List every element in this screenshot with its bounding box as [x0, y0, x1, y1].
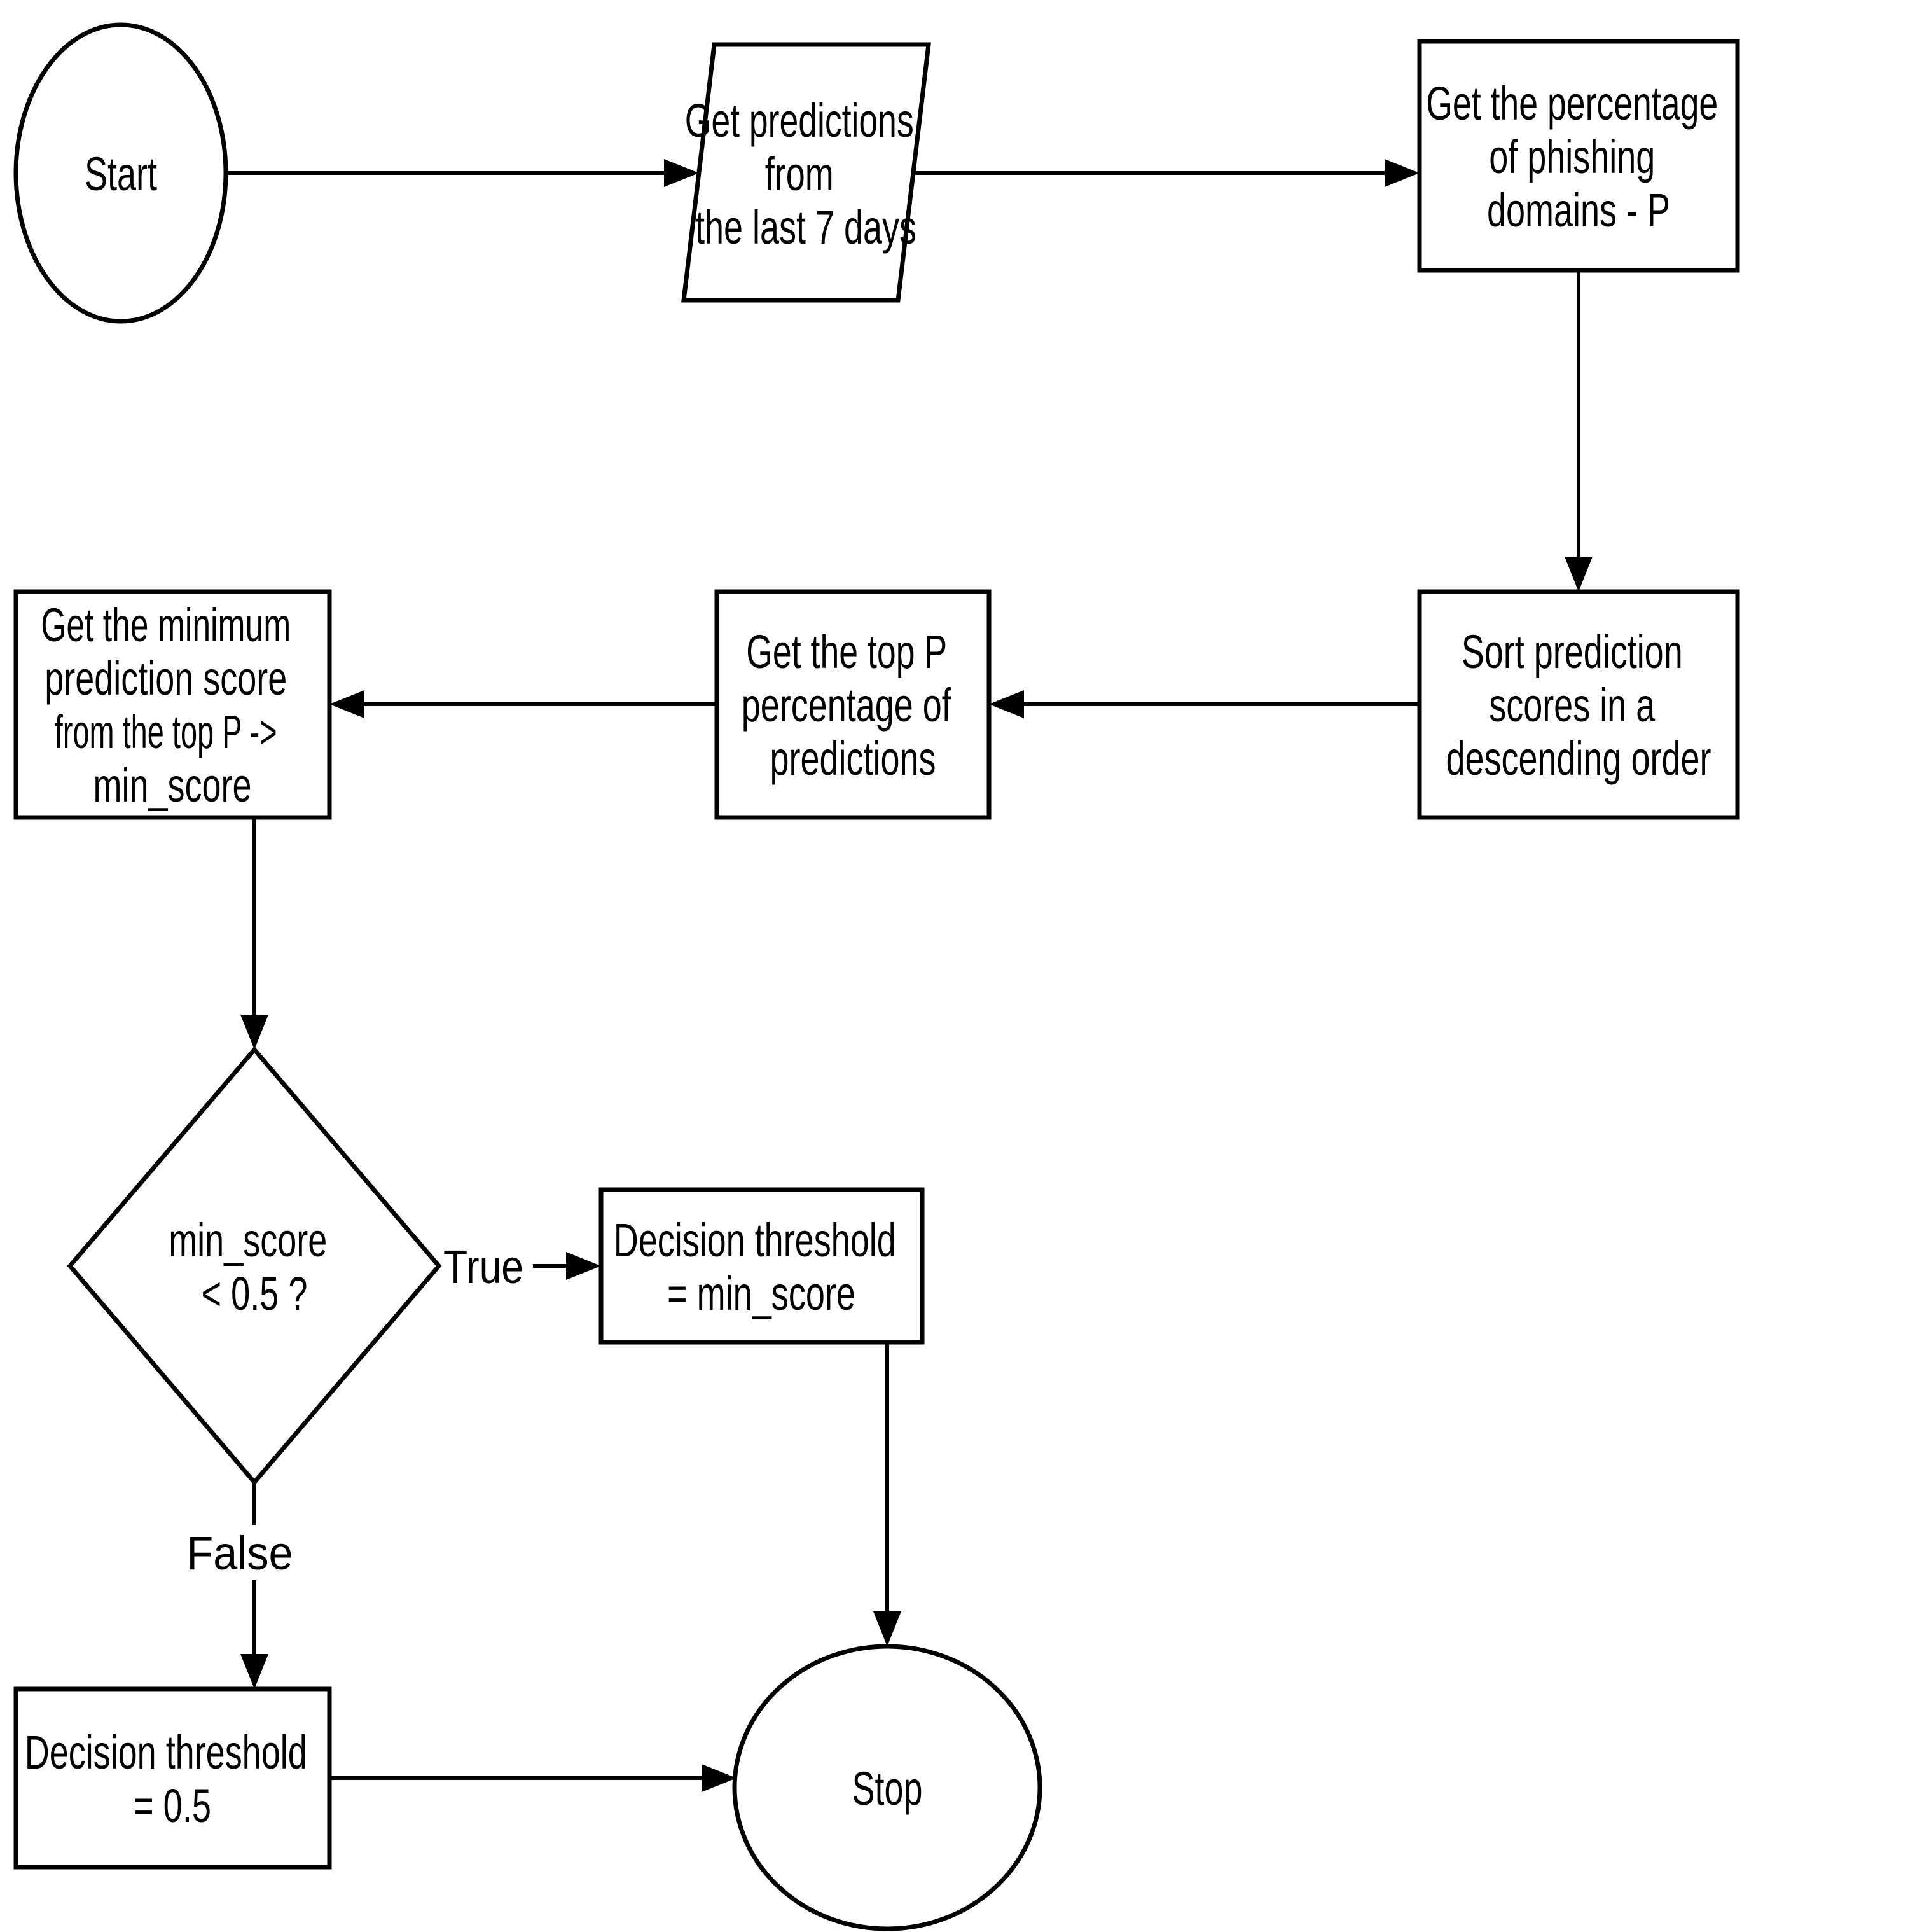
- start-label: Start: [85, 148, 157, 200]
- nodes: Start Get predictions from the last 7 da…: [13, 22, 1740, 1931]
- stop-label: Stop: [852, 1762, 923, 1815]
- stop-ellipse: [732, 1644, 1042, 1931]
- true-edge-label: True: [443, 1241, 523, 1293]
- get-top-p-rect: [714, 589, 992, 820]
- arrowhead-right-icon: [664, 159, 699, 187]
- false-label-background: [183, 1525, 296, 1580]
- threshold-min-score-label: Decision threshold = min_score: [614, 1214, 909, 1320]
- arrowhead-down-icon: [240, 1015, 268, 1050]
- edge-sort-scores-to-get-top-p: [989, 690, 1420, 718]
- sort-scores-rect: [1417, 589, 1740, 820]
- get-percentage-label: Get the percentage of phishing domains -…: [1426, 77, 1731, 237]
- arrowhead-right-icon: [1385, 159, 1420, 187]
- sort-scores-label: Sort prediction scores in a descending o…: [1446, 625, 1711, 785]
- arrowhead-down-icon: [873, 1611, 901, 1646]
- threshold-min-score-rect: [598, 1187, 925, 1345]
- edge-threshold-default-to-stop: [329, 1764, 736, 1792]
- get-percentage-node: Get the percentage of phishing domains -…: [1417, 39, 1740, 273]
- get-min-score-node: Get the minimum prediction score from th…: [13, 589, 332, 820]
- decision-diamond: [67, 1046, 442, 1486]
- stop-node: Stop: [732, 1644, 1042, 1931]
- get-top-p-label: Get the top P percentage of predictions: [742, 625, 965, 785]
- edge-get-predictions-to-get-percentage: [914, 159, 1420, 187]
- threshold-min-score-node: Decision threshold = min_score: [598, 1187, 925, 1345]
- edge-get-percentage-to-sort-scores: [1565, 270, 1593, 592]
- threshold-default-node: Decision threshold = 0.5: [13, 1686, 332, 1870]
- arrowhead-right-icon: [566, 1252, 601, 1280]
- get-predictions-node: Get predictions from the last 7 days: [681, 42, 931, 303]
- get-predictions-label: Get predictions from the last 7 days: [685, 94, 927, 254]
- decision-diamond-node: min_score < 0.5 ?: [67, 1046, 442, 1486]
- arrowhead-right-icon: [702, 1764, 736, 1792]
- edge-threshold-min-score-to-stop: [873, 1342, 901, 1646]
- edges: True False: [183, 159, 1593, 1792]
- get-predictions-parallelogram: [681, 42, 931, 303]
- edge-get-top-p-to-get-min-score: [329, 690, 717, 718]
- arrowhead-left-icon: [989, 690, 1024, 718]
- edge-decision-true-to-threshold-min-score: True: [434, 1239, 601, 1294]
- decision-label: min_score < 0.5 ?: [169, 1214, 340, 1320]
- arrowhead-down-icon: [1565, 557, 1593, 592]
- arrowhead-left-icon: [329, 690, 364, 718]
- arrowhead-down-icon: [240, 1654, 268, 1689]
- get-min-score-rect: [13, 589, 332, 820]
- edge-decision-false-to-threshold-default: False: [183, 1482, 296, 1689]
- true-label-background: [434, 1239, 533, 1294]
- threshold-default-rect: [13, 1686, 332, 1870]
- get-top-p-node: Get the top P percentage of predictions: [714, 589, 992, 820]
- sort-scores-node: Sort prediction scores in a descending o…: [1417, 589, 1740, 820]
- start-ellipse: [13, 22, 228, 324]
- threshold-default-label: Decision threshold = 0.5: [25, 1726, 321, 1832]
- get-min-score-label: Get the minimum prediction score from th…: [41, 599, 304, 812]
- edge-get-min-score-to-decision: [240, 817, 268, 1050]
- get-percentage-rect: [1417, 39, 1740, 273]
- edge-start-to-get-predictions: [226, 159, 699, 187]
- start-node: Start: [13, 22, 228, 324]
- false-edge-label: False: [187, 1527, 293, 1580]
